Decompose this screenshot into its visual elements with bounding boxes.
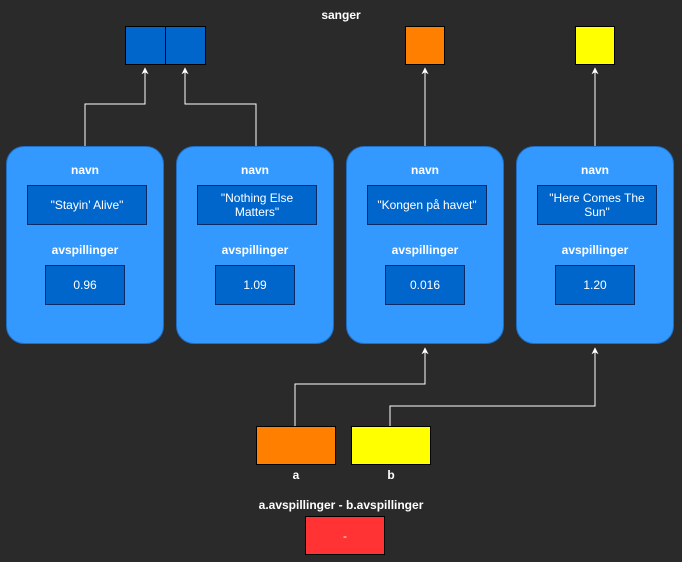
- song-card-0: navn "Stayin' Alive" avspillinger 0.96: [6, 146, 164, 344]
- song-name-value: "Kongen på havet": [367, 185, 487, 225]
- song-plays-key: avspillinger: [51, 243, 119, 257]
- song-name-key: navn: [410, 163, 439, 177]
- song-name-key: navn: [580, 163, 609, 177]
- arrow-var-b-to-song-3: [389, 347, 599, 426]
- song-name-key: navn: [70, 163, 99, 177]
- song-card-3: navn "Here Comes The Sun" avspillinger 1…: [516, 146, 674, 344]
- song-plays-key: avspillinger: [221, 243, 289, 257]
- song-plays-value: 1.20: [555, 265, 635, 305]
- arrow-song-1-to-cell-1: [181, 67, 257, 146]
- variable-b-box: [351, 426, 431, 465]
- list-cell-2: [405, 26, 445, 65]
- song-plays-value: 0.016: [385, 265, 465, 305]
- song-card-1: navn "Nothing Else Matters" avspillinger…: [176, 146, 334, 344]
- variable-a-label: a: [292, 468, 300, 482]
- list-label: sanger: [321, 8, 361, 22]
- song-plays-key: avspillinger: [391, 243, 459, 257]
- variable-b-label: b: [387, 468, 395, 482]
- song-name-value: "Here Comes The Sun": [537, 185, 657, 225]
- arrow-var-a-to-song-2: [294, 347, 429, 426]
- list-cell-3: [575, 26, 615, 65]
- arrow-song-0-to-cell-0: [84, 67, 149, 146]
- list-cell-0: [125, 26, 166, 65]
- expression-label: a.avspillinger - b.avspillinger: [258, 498, 424, 512]
- song-plays-key: avspillinger: [561, 243, 629, 257]
- song-plays-value: 0.96: [45, 265, 125, 305]
- list-cell-1: [165, 26, 206, 65]
- song-name-key: navn: [240, 163, 269, 177]
- variable-a-box: [256, 426, 336, 465]
- song-name-value: "Stayin' Alive": [27, 185, 147, 225]
- song-plays-value: 1.09: [215, 265, 295, 305]
- song-name-value: "Nothing Else Matters": [197, 185, 317, 225]
- song-card-2: navn "Kongen på havet" avspillinger 0.01…: [346, 146, 504, 344]
- expression-result-box: -: [305, 516, 385, 555]
